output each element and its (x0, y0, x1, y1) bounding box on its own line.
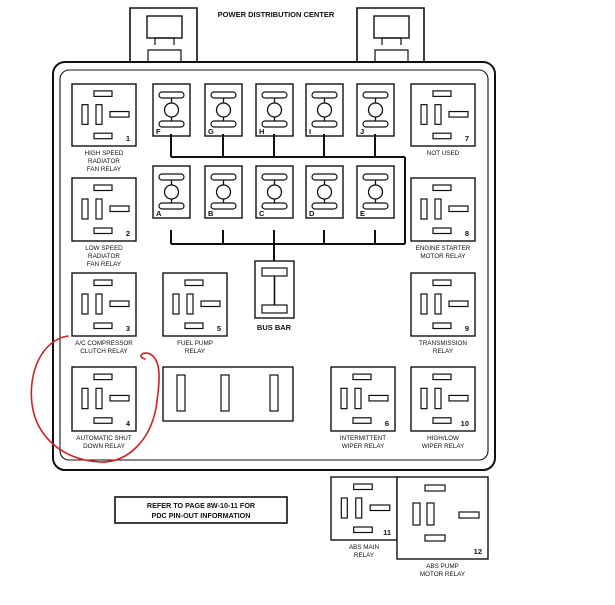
relay-label-line: AUTOMATIC SHUT (76, 435, 132, 442)
relay-label-line: FAN RELAY (87, 261, 122, 268)
relay-label-line: HIGH/LOW (427, 435, 459, 442)
relay-label-line: TRANSMISSION (419, 340, 467, 347)
relay-label-line: HIGH SPEED (85, 150, 124, 157)
relay-number: 5 (217, 324, 221, 333)
relay-number: 6 (385, 419, 389, 428)
fuse-c: C (255, 165, 294, 219)
relay-number: 8 (465, 229, 469, 238)
relay-label-line: MOTOR RELAY (420, 571, 466, 578)
bus-bar-label: BUS BAR (257, 323, 292, 332)
relay-label-line: ENGINE STARTER (416, 245, 471, 252)
fuse-i: I (305, 83, 344, 137)
fuse-e: E (356, 165, 395, 219)
fuse-f: F (152, 83, 191, 137)
relay-number: 4 (126, 419, 131, 428)
relay-label-line: RELAY (354, 552, 375, 559)
relay-label-line: WIPER RELAY (422, 443, 465, 450)
mounting-tabs (129, 7, 425, 63)
relay-number: 2 (126, 229, 130, 238)
relay-label-line: CLUTCH RELAY (80, 348, 128, 355)
fuse-block (162, 366, 294, 422)
fuse-j: J (356, 83, 395, 137)
relay-label-line: FAN RELAY (87, 166, 122, 173)
relay-number: 1 (126, 134, 130, 143)
note-line: REFER TO PAGE 8W-10-11 FOR (147, 501, 256, 510)
relay-number: 11 (383, 528, 391, 537)
bus-wiring (170, 134, 406, 261)
relay-label-line: RELAY (433, 348, 454, 355)
fuse-label: C (259, 209, 265, 218)
relay-label-line: RADIATOR (88, 158, 120, 165)
fuse-label: G (208, 127, 214, 136)
relay-label-line: WIPER RELAY (342, 443, 385, 450)
fuse-a: A (152, 165, 191, 219)
fuse-g: G (204, 83, 243, 137)
note-box: REFER TO PAGE 8W-10-11 FOR PDC PIN-OUT I… (114, 496, 288, 524)
relay-label-line: DOWN RELAY (83, 443, 126, 450)
relay-label-line: FUEL PUMP (177, 340, 213, 347)
relay-number: 12 (474, 547, 482, 556)
fuse-label: E (360, 209, 365, 218)
fuse-label: B (208, 209, 214, 218)
relay-label-line: A/C COMPRESSOR (75, 340, 133, 347)
fuse-label: F (156, 127, 161, 136)
relay-number: 7 (465, 134, 469, 143)
relay-label-line: RELAY (185, 348, 206, 355)
relay-label-line: ABS MAIN (349, 544, 380, 551)
relay-label-line: RADIATOR (88, 253, 120, 260)
relay-label-line: LOW SPEED (85, 245, 123, 252)
note-line: PDC PIN-OUT INFORMATION (152, 511, 251, 520)
relay-label-line: NOT USED (427, 150, 460, 157)
fuse-label: I (309, 127, 311, 136)
fuse-b: B (204, 165, 243, 219)
relay-number: 3 (126, 324, 130, 333)
fuse-label: J (360, 127, 364, 136)
fuse-label: H (259, 127, 264, 136)
red-annotation-circle (30, 335, 160, 463)
bus-bar (254, 260, 295, 319)
fuse-label: A (156, 209, 162, 218)
fuses-layer: F G H I J A B C D E (152, 83, 395, 219)
relay-number: 10 (461, 419, 469, 428)
fuse-h: H (255, 83, 294, 137)
relay-label-line: ABS PUMP (426, 563, 459, 570)
pdc-housing (52, 61, 496, 471)
fuse-d: D (305, 165, 344, 219)
relay-number: 9 (465, 324, 469, 333)
fuse-label: D (309, 209, 315, 218)
relay-label-line: INTERMITTENT (340, 435, 386, 442)
diagram-title: POWER DISTRIBUTION CENTER (218, 10, 335, 19)
relay-label-line: MOTOR RELAY (420, 253, 466, 260)
